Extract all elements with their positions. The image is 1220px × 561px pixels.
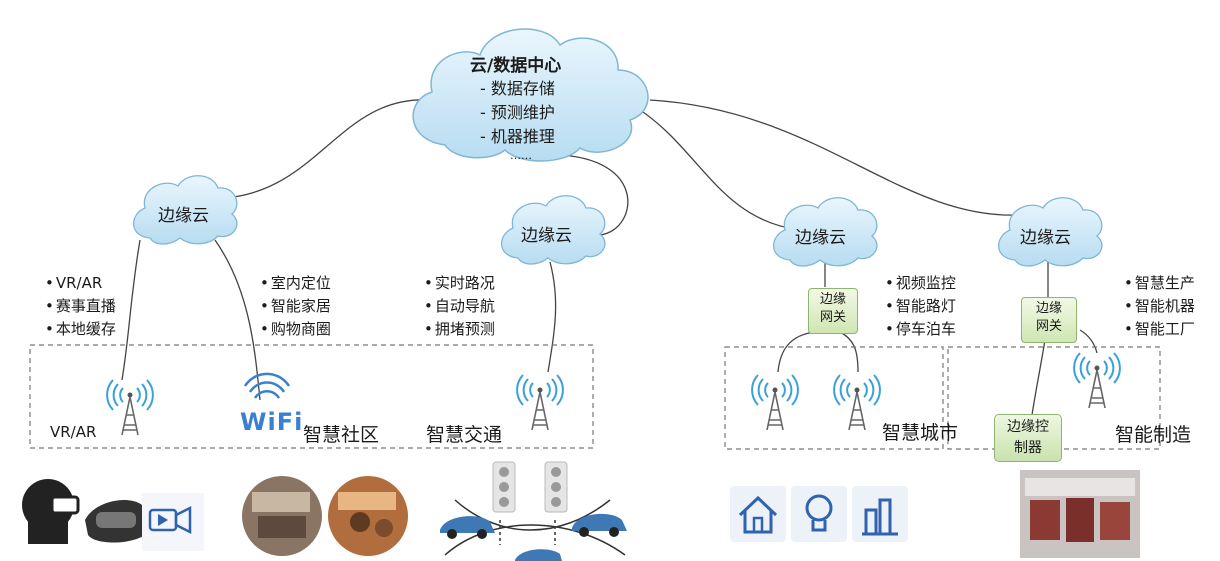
gateway-label: 边缘 xyxy=(819,292,846,307)
cell-tower-icon xyxy=(751,374,799,431)
edge-cloud-label: 边缘云 xyxy=(795,228,846,248)
smart-home-icon xyxy=(730,486,786,542)
gateway-label: 边缘 xyxy=(1035,301,1062,316)
datacenter-item: - 数据存储 xyxy=(480,79,555,98)
link-cloud1-vr xyxy=(121,239,141,381)
service-item: 赛事直播 xyxy=(45,295,116,318)
link-dc-cloud3 xyxy=(639,109,801,231)
edge-cloud-label: 边缘云 xyxy=(521,226,572,246)
link-dc-cloud2 xyxy=(539,154,629,236)
city-service-list: 视频监控 智能路灯 停车泊车 xyxy=(885,272,956,341)
edge-cloud-label: 边缘云 xyxy=(158,206,209,226)
datacenter-item: - 预测维护 xyxy=(480,103,555,122)
zone-box-left xyxy=(29,344,594,449)
datacenter-item: - 机器推理 xyxy=(480,127,555,146)
road-lines xyxy=(444,499,626,556)
edge-cloud-label: 边缘云 xyxy=(1020,228,1071,248)
wifi-icon xyxy=(243,372,291,399)
edge-gateway-manufacturing: 边缘 网关 xyxy=(1021,297,1077,343)
city-buildings-icon xyxy=(852,486,908,542)
community-service-list: 室内定位 智能家居 购物商圈 xyxy=(260,272,331,341)
wifi-label: WiFi xyxy=(240,408,304,436)
link-dc-cloud1 xyxy=(224,99,431,199)
datacenter-ellipsis: …… xyxy=(510,149,532,162)
zone-label-traffic: 智慧交通 xyxy=(426,424,503,446)
service-item: 智能路灯 xyxy=(885,295,956,318)
link-dc-cloud4 xyxy=(649,99,1021,216)
link-cloud2-traffic xyxy=(547,261,557,373)
traffic-light-icon xyxy=(492,461,568,513)
video-camera-icon xyxy=(142,493,204,551)
gateway-label: 网关 xyxy=(819,310,846,325)
service-item: 拥堵预测 xyxy=(424,318,495,341)
service-item: 智能机器 xyxy=(1124,295,1195,318)
link-gw-city-t1 xyxy=(777,331,816,373)
vr-service-list: VR/AR 赛事直播 本地缓存 xyxy=(45,272,116,341)
car-icon xyxy=(440,516,495,539)
edge-cloud-4 xyxy=(997,197,1103,267)
service-item: 室内定位 xyxy=(260,272,331,295)
edge-cloud-2 xyxy=(500,195,606,265)
edge-cloud-3 xyxy=(772,197,878,267)
cell-tower-icon xyxy=(516,374,564,431)
service-item: 智慧生产 xyxy=(1124,272,1195,295)
service-item: 智能工厂 xyxy=(1124,318,1195,341)
controller-label: 边缘控 xyxy=(1007,419,1049,435)
cell-tower-icon xyxy=(1073,352,1121,409)
cell-tower-icon xyxy=(833,374,881,431)
link-gw-mfg-ctrl xyxy=(1031,339,1046,416)
traffic-service-list: 实时路况 自动导航 拥堵预测 xyxy=(424,272,495,341)
service-item: 购物商圈 xyxy=(260,318,331,341)
vr-goggles-icon xyxy=(85,500,145,543)
car-icon xyxy=(515,549,562,561)
service-item: 停车泊车 xyxy=(885,318,956,341)
service-item: 视频监控 xyxy=(885,272,956,295)
factory-photo xyxy=(1020,470,1140,558)
car-icon xyxy=(572,513,627,537)
manufacturing-service-list: 智慧生产 智能机器 智能工厂 xyxy=(1124,272,1195,341)
vr-headset-icon xyxy=(22,479,80,544)
datacenter-cloud xyxy=(412,28,649,162)
cell-tower-icon xyxy=(106,379,154,436)
link-gw-mfg-t xyxy=(1079,329,1098,354)
service-item: 自动导航 xyxy=(424,295,495,318)
zone-label-city: 智慧城市 xyxy=(882,422,959,444)
light-bulb-icon xyxy=(791,486,847,542)
service-item: 智能家居 xyxy=(260,295,331,318)
service-item: 实时路况 xyxy=(424,272,495,295)
connection-lines xyxy=(121,99,1098,416)
edge-controller: 边缘控 制器 xyxy=(994,414,1062,462)
home-photo xyxy=(242,476,322,556)
zone-label-manufacturing: 智能制造 xyxy=(1115,424,1192,446)
datacenter-title: 云/数据中心 xyxy=(470,56,562,76)
zone-box-city xyxy=(724,346,944,450)
zone-box-manufacturing xyxy=(947,346,1161,450)
controller-label: 制器 xyxy=(1014,440,1042,456)
zone-label-community: 智慧社区 xyxy=(303,424,380,446)
service-item: VR/AR xyxy=(45,272,116,295)
link-cloud1-wifi xyxy=(214,239,261,401)
service-item: 本地缓存 xyxy=(45,318,116,341)
vr-zone-label: VR/AR xyxy=(50,423,97,441)
link-gw-city-t2 xyxy=(839,331,859,373)
edge-gateway-city: 边缘 网关 xyxy=(808,288,858,334)
gateway-label: 网关 xyxy=(1035,319,1062,334)
edge-cloud-1 xyxy=(132,175,238,245)
shopping-photo xyxy=(328,476,408,556)
